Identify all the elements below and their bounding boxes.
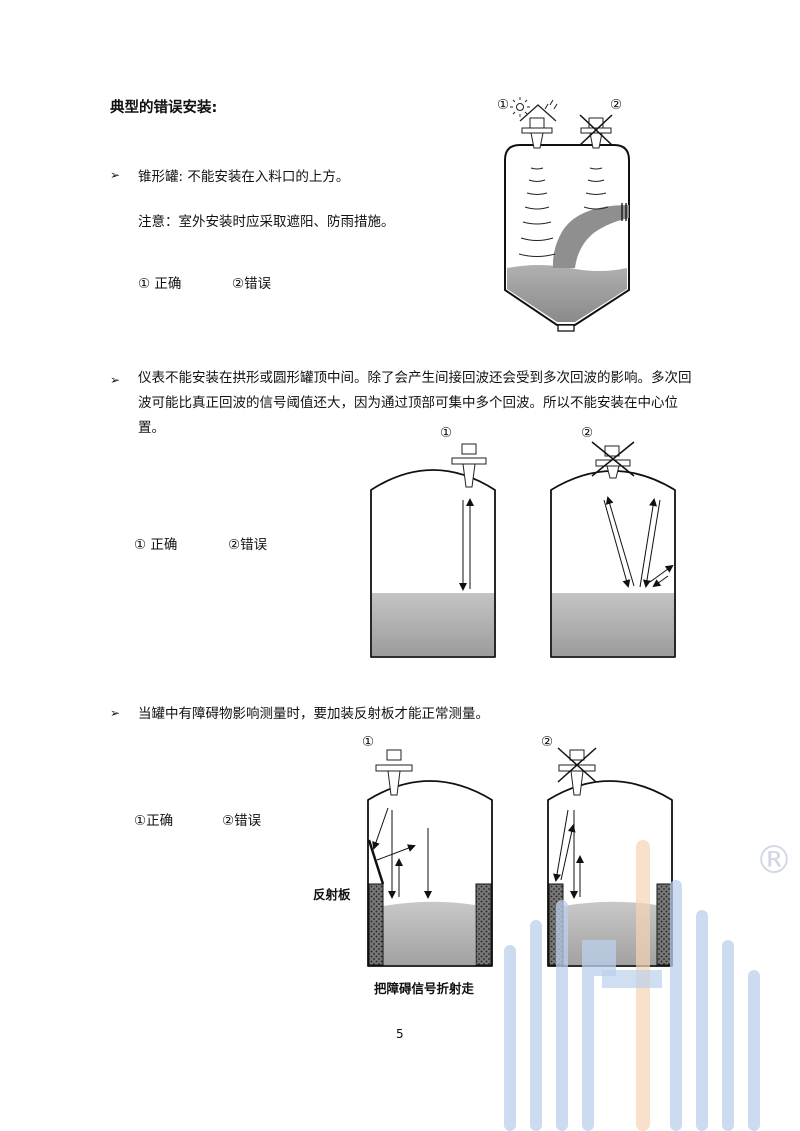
page-heading: 典型的错误安装:	[110, 100, 218, 116]
fig2-label-correct: ①	[440, 425, 453, 441]
fig1-label-correct: ①	[497, 97, 510, 113]
radar-sensor-icon	[451, 443, 487, 488]
section3-legend-wrong: ②错误	[222, 813, 262, 829]
section1-note: 注意：室外安装时应采取遮阳、防雨措施。	[138, 214, 395, 230]
fig3-label-correct: ①	[362, 734, 375, 750]
rain-icon	[544, 99, 558, 110]
fig3-label-wrong: ②	[541, 734, 554, 750]
section2-legend-correct: ① 正确	[134, 537, 178, 553]
section1-legend-correct: ① 正确	[138, 276, 182, 292]
bullet-icon: ➢	[110, 168, 121, 182]
fig1-label-wrong: ②	[610, 97, 623, 113]
section3-legend-correct: ①正确	[134, 813, 174, 829]
radar-sensor-icon	[595, 445, 631, 479]
fig2-label-wrong: ②	[581, 425, 594, 441]
section2-text: 仪表不能安装在拱形或圆形罐顶中间。除了会产生间接回波还会受到多次回波的影响。多次…	[138, 370, 692, 436]
radar-sensor-icon	[521, 117, 553, 149]
section1-legend-wrong: ②错误	[232, 276, 272, 292]
reflector-label: 反射板	[313, 887, 351, 902]
sun-icon	[510, 97, 530, 117]
bullet-icon: ➢	[110, 706, 121, 720]
watermark-logo	[504, 840, 760, 1131]
registered-mark: ®	[755, 838, 793, 882]
figure-caption: 把障碍信号折射走	[374, 981, 475, 996]
cross-icon	[591, 441, 635, 477]
section3-text: 当罐中有障碍物影响测量时，要加装反射板才能正常测量。	[138, 706, 489, 722]
radar-sensor-icon	[558, 749, 596, 796]
cross-icon	[557, 747, 597, 783]
bullet-icon: ➢	[110, 373, 121, 387]
section1-text: 锥形罐: 不能安装在入料口的上方。	[138, 169, 350, 185]
page-number: 5	[396, 1027, 404, 1041]
cross-icon	[579, 114, 613, 146]
sunshade-roof	[519, 104, 557, 122]
reflector-plate	[367, 839, 385, 885]
radar-sensor-icon	[375, 749, 413, 796]
section2-legend-wrong: ②错误	[228, 537, 268, 553]
